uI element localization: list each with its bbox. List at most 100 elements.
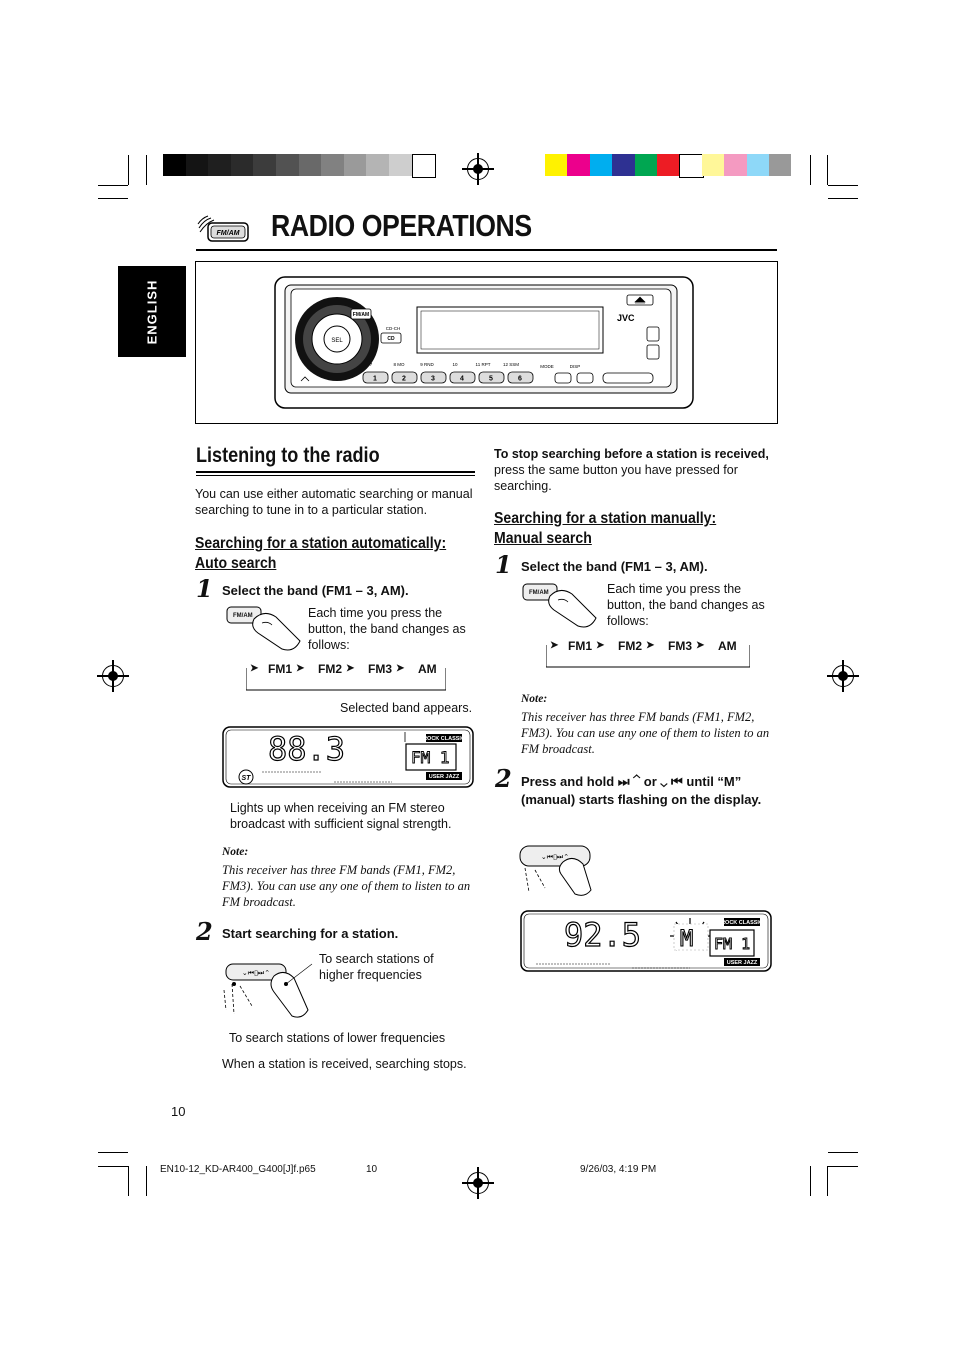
gray-swatch — [163, 154, 186, 176]
page-title: RADIO OPERATIONS — [271, 208, 532, 243]
band-flow-item: AM — [718, 639, 737, 653]
color-swatch — [657, 154, 680, 176]
arrow-icon: ➤ — [696, 640, 705, 651]
manual-step-2-title: Press and hold ⏭ ⌃ or ⌄ ⏮ until “M” (man… — [521, 774, 762, 807]
preset-label: 1 — [373, 376, 377, 383]
band-flow-item: FM1 — [268, 662, 292, 676]
band-flow-item: FM2 — [318, 662, 342, 676]
color-swatch — [746, 154, 769, 176]
auto-step-1-number: 1 — [196, 574, 213, 603]
svg-text:CD: CD — [387, 336, 395, 342]
auto-step-2-title: Start searching for a station. — [222, 926, 399, 941]
band-flow-frame — [246, 668, 446, 691]
auto-search-heading: Searching for a station automatically: A… — [195, 535, 447, 572]
svg-text:SEL: SEL — [331, 338, 343, 344]
svg-text:M: M — [680, 927, 693, 952]
seek-hold-illustration: ⌄⏮▯⏭⌃ — [517, 838, 593, 898]
display-auto: 88.3 FM 1 ROCK CLASSIC USER JAZZ ST — [222, 726, 474, 788]
svg-text:⌄⏮▯⏭⌃: ⌄⏮▯⏭⌃ — [541, 853, 569, 861]
manual-note-label: Note: — [521, 693, 548, 705]
svg-text:FM/AM: FM/AM — [217, 230, 240, 237]
language-tab: ENGLISH — [118, 266, 186, 357]
next-up-icon: ⏭ ⌃ — [617, 774, 641, 789]
arrow-icon: ➤ — [296, 663, 305, 674]
registration-mark-left — [97, 660, 129, 692]
fm-am-button-label-manual: FM/AM — [529, 590, 549, 596]
manual-step-1-desc: Each time you press the button, the band… — [607, 582, 765, 628]
intro-text: You can use either automatic searching o… — [195, 487, 473, 517]
display-manual: 92.5 M FM 1 ROCK CLASSIC USER JAZZ — [520, 910, 772, 972]
color-swatch — [545, 154, 568, 176]
color-swatch — [589, 154, 613, 176]
svg-text:JVC: JVC — [617, 313, 635, 323]
svg-text:FM 1: FM 1 — [411, 748, 450, 767]
svg-text:FM/AM: FM/AM — [353, 312, 369, 318]
gray-swatch — [208, 154, 231, 176]
preset-button[interactable] — [507, 371, 534, 384]
title-underline — [196, 249, 777, 251]
color-swatch — [769, 154, 792, 176]
preset-label: 5 — [489, 376, 493, 383]
auto-note: This receiver has three FM bands (FM1, F… — [222, 863, 471, 909]
color-swatch — [724, 154, 747, 176]
section-heading-underline-2 — [196, 475, 475, 476]
lower-caption: To search stations of lower frequencies — [229, 1031, 446, 1045]
svg-text:88.3: 88.3 — [268, 730, 345, 768]
color-swatch — [701, 154, 725, 176]
auto-step-2-number: 2 — [196, 917, 213, 946]
footer-page: 10 — [366, 1164, 378, 1175]
preset-label: 3 — [431, 376, 435, 383]
auto-step-1-desc: Each time you press the button, the band… — [308, 606, 466, 652]
preset-button[interactable] — [420, 371, 447, 384]
gray-swatch — [276, 154, 299, 176]
preset-button[interactable] — [449, 371, 476, 384]
auto-note-label: Note: — [222, 846, 249, 858]
color-swatch — [634, 154, 657, 176]
svg-text:FM 1: FM 1 — [714, 935, 750, 953]
seek-button-press-illustration: ⌄⏮▯⏭⌃ — [222, 954, 314, 1026]
gray-swatch — [321, 154, 344, 176]
svg-text:⌄⏮▯⏭⌃: ⌄⏮▯⏭⌃ — [242, 969, 270, 977]
auto-step-1-title: Select the band (FM1 – 3, AM). — [222, 583, 409, 598]
stops-caption: When a station is received, searching st… — [222, 1057, 467, 1071]
arrow-icon: ➤ — [346, 663, 355, 674]
svg-text:MODE: MODE — [540, 364, 554, 369]
registration-mark-top — [462, 153, 494, 185]
svg-text:USER JAZZ: USER JAZZ — [727, 960, 758, 966]
fm-am-button-label: FM/AM — [233, 613, 253, 619]
page-number: 10 — [171, 1104, 186, 1119]
svg-text:DISP: DISP — [570, 364, 581, 369]
band-flow-item: FM1 — [568, 639, 592, 653]
higher-caption: To search stations of higher frequencies — [319, 952, 434, 982]
section-heading: Listening to the radio — [196, 444, 380, 467]
gray-swatch — [343, 154, 367, 176]
preset-top-label: 8 MO — [393, 362, 405, 367]
fm-am-title-icon: FM/AM — [196, 214, 252, 244]
preset-label: 6 — [518, 376, 522, 383]
svg-text:ROCK CLASSIC: ROCK CLASSIC — [721, 920, 763, 926]
band-flow-manual: FM1➤FM2➤FM3➤AM➤ — [546, 637, 750, 668]
arrow-icon: ➤ — [550, 640, 559, 651]
down-prev-icon: ⌄ ⏮ — [660, 774, 683, 789]
svg-text:92.5: 92.5 — [564, 916, 641, 954]
band-flow-item: AM — [418, 662, 437, 676]
preset-label: 2 — [402, 376, 406, 383]
preset-button[interactable] — [362, 371, 389, 384]
preset-top-label: 10 — [452, 362, 458, 367]
arrow-icon: ➤ — [250, 663, 259, 674]
registration-mark-bottom — [462, 1167, 494, 1199]
svg-text:USER JAZZ: USER JAZZ — [429, 774, 460, 780]
preset-label: 4 — [460, 376, 464, 383]
color-swatch — [567, 154, 590, 176]
fm-am-button-press-illustration-manual — [520, 578, 600, 632]
gray-swatch — [185, 154, 209, 176]
preset-button[interactable] — [391, 371, 418, 384]
manual-step-2-number: 2 — [495, 764, 512, 793]
preset-top-label: 12 SSM — [503, 362, 519, 367]
svg-text:CD-CH: CD-CH — [386, 326, 401, 331]
section-heading-underline — [196, 471, 475, 473]
arrow-icon: ➤ — [596, 640, 605, 651]
preset-button[interactable] — [478, 371, 505, 384]
